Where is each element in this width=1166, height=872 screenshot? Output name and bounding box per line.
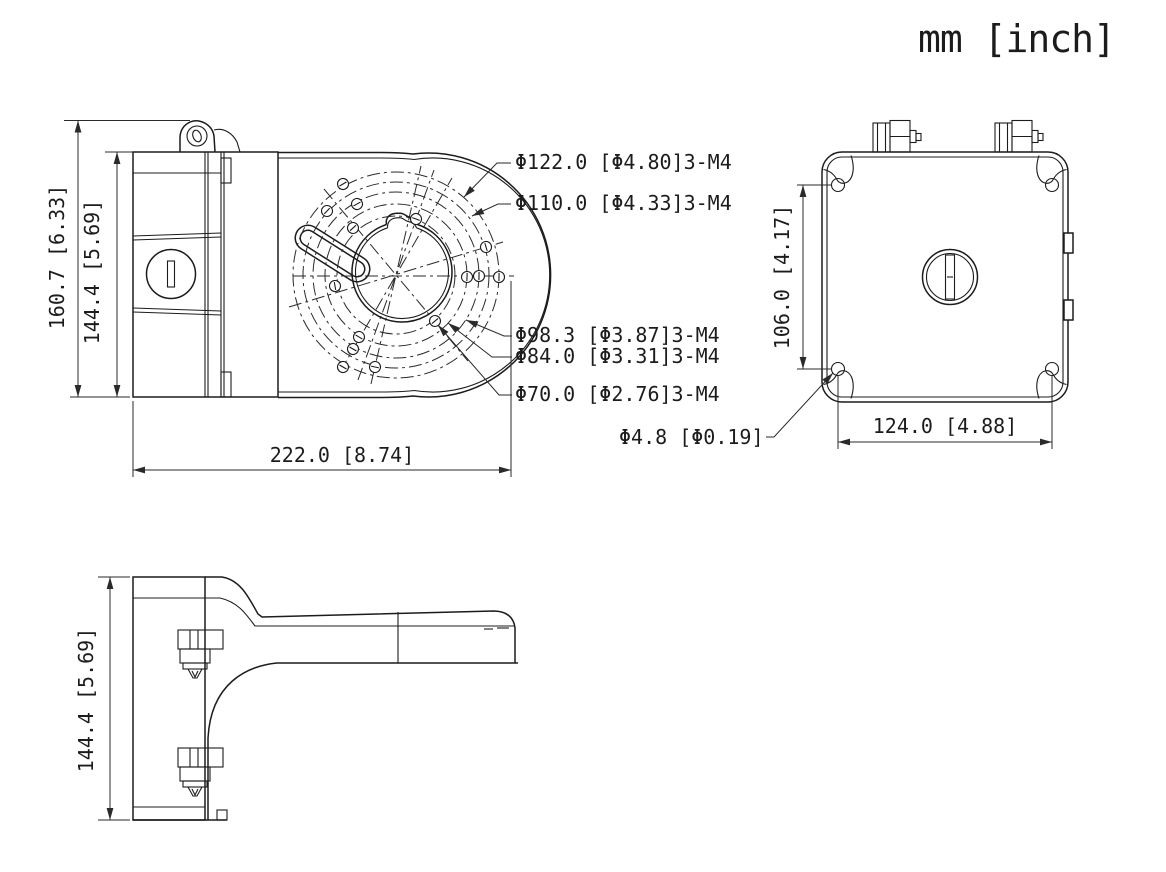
dim-hole-spacing-h: 124.0 [4.88] — [837, 376, 1053, 449]
back-view: 106.0 [4.17] 124.0 [4.88] Φ4.8 [Φ0.19] — [619, 119, 1074, 449]
dim-height-plate: 144.4 [5.69] — [80, 151, 133, 397]
wall-plate — [132, 151, 279, 398]
side-body — [132, 576, 518, 821]
knockout-circle — [145, 248, 197, 300]
dim-width: 222.0 [8.74] — [132, 281, 512, 477]
round-head — [278, 151, 552, 399]
latch-bottom — [220, 371, 232, 398]
callout-98: Φ98.3 [Φ3.87]3-M4 — [465, 319, 720, 347]
callout-70: Φ70.0 [Φ2.76]3-M4 — [437, 324, 720, 406]
callout-text-84: Φ84.0 [Φ3.31]3-M4 — [515, 344, 720, 368]
dim-text-height-plate: 144.4 [5.69] — [80, 200, 104, 345]
dim-text-hole-spacing-h: 124.0 [4.88] — [873, 414, 1018, 438]
callout-84: Φ84.0 [Φ3.31]3-M4 — [447, 322, 720, 368]
callout-text-98: Φ98.3 [Φ3.87]3-M4 — [515, 323, 720, 347]
mount-hole-br — [1044, 361, 1060, 377]
mount-hole-tr — [1044, 177, 1060, 193]
dim-hole-spacing-v: 106.0 [4.17] — [770, 184, 832, 370]
callout-text-110: Φ110.0 [Φ4.33]3-M4 — [515, 191, 732, 215]
hanging-lug — [179, 120, 241, 153]
bayonet-slot — [294, 224, 371, 283]
dim-text-width: 222.0 [8.74] — [270, 443, 415, 467]
dim-height-total: 160.7 [6.33] — [45, 120, 190, 398]
callout-110: Φ110.0 [Φ4.33]3-M4 — [471, 191, 732, 217]
callout-hole-diameter: Φ4.8 [Φ0.19] — [619, 372, 834, 449]
knockout-slot — [166, 260, 176, 288]
dim-side-height: 144.4 [5.69] — [74, 576, 130, 821]
fitting-left — [872, 119, 922, 153]
dim-text-hole-spacing-v: 106.0 [4.17] — [770, 205, 794, 350]
callout-text-122: Φ122.0 [Φ4.80]3-M4 — [515, 150, 732, 174]
dim-text-height-total: 160.7 [6.33] — [45, 185, 69, 330]
dim-text-hole-diameter: Φ4.8 [Φ0.19] — [619, 425, 764, 449]
callout-text-70: Φ70.0 [Φ2.76]3-M4 — [515, 382, 720, 406]
edge-tab-upper — [1063, 232, 1074, 254]
side-fitting-lower — [177, 747, 224, 797]
latch-top — [220, 157, 232, 184]
dim-text-side-height: 144.4 [5.69] — [74, 628, 98, 773]
edge-tab-lower — [1063, 299, 1074, 321]
fitting-right — [994, 119, 1044, 153]
callout-122: Φ122.0 [Φ4.80]3-M4 — [463, 150, 732, 198]
front-view: 160.7 [6.33] 144.4 [5.69] 222.0 [8.74] Φ… — [45, 120, 732, 477]
side-fitting-upper — [177, 629, 224, 679]
center-screw — [921, 248, 979, 306]
side-view: 144.4 [5.69] — [74, 576, 518, 821]
screw-holes — [320, 177, 506, 374]
top-fittings — [872, 119, 1044, 153]
units-label: mm [inch] — [918, 17, 1115, 61]
